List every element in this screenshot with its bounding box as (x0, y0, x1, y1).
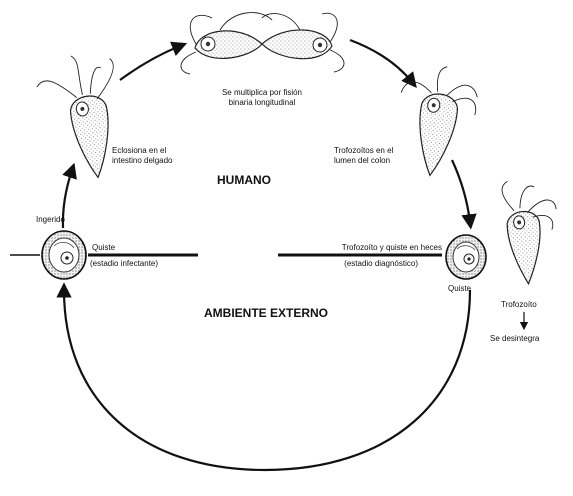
cyst-diagnostic (446, 235, 486, 279)
label-multiply-1: Se multiplica por fisión (222, 88, 302, 97)
trophozoite-colon (390, 61, 481, 181)
label-hatch-1: Eclosiona en el (112, 146, 166, 155)
trophozoite-external (501, 177, 562, 285)
region-host: HUMANO (217, 173, 271, 187)
arrow-hatch-to-multiply (120, 46, 180, 80)
label-disintegrates: Se desintegra (490, 334, 540, 343)
label-hatch-2: intestino delgado (112, 156, 173, 165)
label-feces-stage: (estadio diagnóstico) (344, 259, 418, 268)
trophozoites-dividing (181, 13, 344, 74)
arrow-multiply-to-colon (350, 40, 412, 82)
label-trophozoite: Trofozoíto (501, 300, 537, 309)
label-cyst-right: Quiste (448, 284, 472, 293)
label-ingested: Ingerido (36, 215, 65, 224)
region-environment: AMBIENTE EXTERNO (204, 306, 328, 320)
arrow-colon-to-feces (452, 160, 470, 222)
label-feces: Trofozoíto y quiste en heces (342, 243, 442, 252)
label-multiply-2: binaria longitudinal (229, 98, 296, 107)
label-colon-1: Trofozoítos en el (334, 146, 394, 155)
label-cyst-left: Quiste (92, 243, 116, 252)
cyst-infective (42, 231, 86, 279)
label-cyst-left-stage: (estadio infectante) (90, 259, 158, 268)
label-colon-2: lumen del colon (334, 156, 390, 165)
